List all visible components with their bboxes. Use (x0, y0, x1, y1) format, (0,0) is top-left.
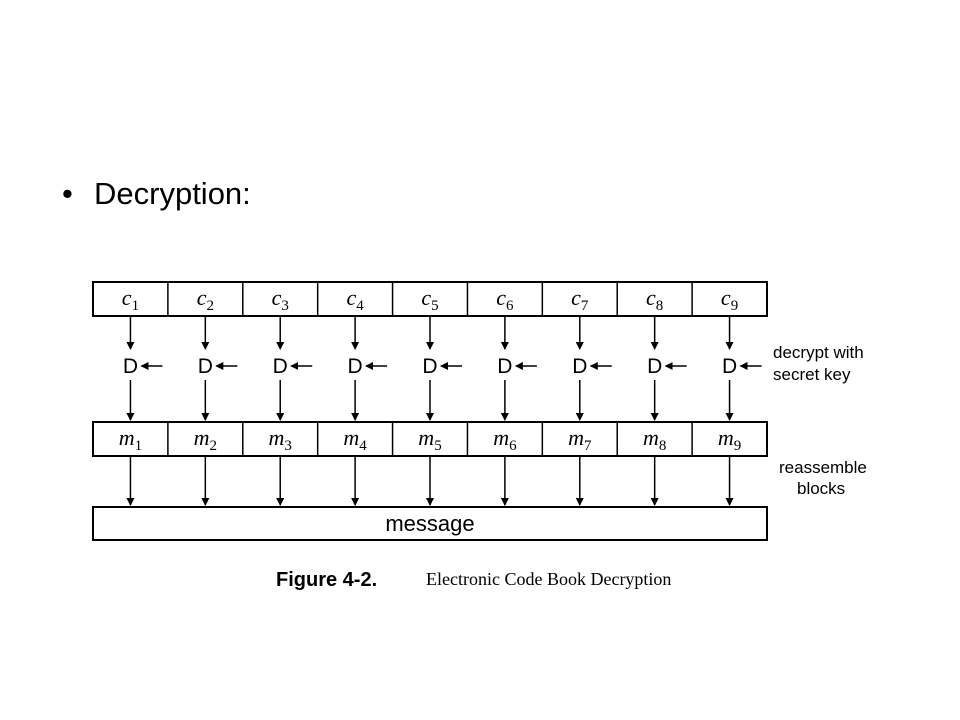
plaintext-block-7: m7 (568, 425, 592, 454)
plaintext-letter: m (119, 425, 135, 450)
ciphertext-subscript: 1 (132, 298, 140, 314)
ciphertext-subscript: 4 (356, 298, 364, 314)
reassemble-note: reassemble blocks (779, 458, 872, 498)
plaintext-letter: m (343, 425, 359, 450)
ciphertext-block-8: c8 (646, 285, 663, 314)
plaintext-subscript: 6 (509, 438, 517, 454)
plaintext-block-3: m3 (269, 425, 292, 454)
plaintext-block-4: m4 (343, 425, 367, 454)
ciphertext-letter: c (421, 285, 431, 310)
plaintext-letter: m (643, 425, 659, 450)
plaintext-block-8: m8 (643, 425, 666, 454)
plaintext-letter: m (418, 425, 434, 450)
message-box (92, 506, 768, 541)
plaintext-subscript: 8 (659, 438, 667, 454)
ciphertext-letter: c (646, 285, 656, 310)
plaintext-block-9: m9 (718, 425, 741, 454)
plaintext-subscript: 9 (734, 438, 742, 454)
plaintext-block-5: m5 (418, 425, 441, 454)
decrypt-box: D (722, 355, 737, 378)
bullet-item: • Decryption: (62, 172, 251, 216)
decrypt-box: D (198, 355, 213, 378)
decrypt-key-note-line-1: decrypt with (773, 343, 864, 362)
plaintext-block-6: m6 (493, 425, 517, 454)
plaintext-letter: m (194, 425, 210, 450)
plaintext-letter: m (269, 425, 285, 450)
ciphertext-letter: c (122, 285, 132, 310)
plaintext-block-1: m1 (119, 425, 142, 454)
ciphertext-subscript: 6 (506, 298, 514, 314)
plaintext-subscript: 4 (359, 438, 367, 454)
ciphertext-block-9: c9 (721, 285, 738, 314)
decrypt-box: D (422, 355, 437, 378)
ciphertext-block-6: c6 (496, 285, 514, 314)
ciphertext-letter: c (496, 285, 506, 310)
plaintext-letter: m (568, 425, 584, 450)
plaintext-subscript: 7 (584, 438, 592, 454)
decrypt-box: D (348, 355, 363, 378)
ciphertext-subscript: 2 (206, 298, 214, 314)
decrypt-box: D (497, 355, 512, 378)
ciphertext-block-1: c1 (122, 285, 139, 314)
plaintext-block-2: m2 (194, 425, 217, 454)
decrypt-box: D (572, 355, 587, 378)
ciphertext-letter: c (197, 285, 207, 310)
decrypt-key-note-line-2: secret key (773, 365, 851, 384)
ciphertext-subscript: 9 (731, 298, 739, 314)
message-label: message (385, 511, 474, 536)
ciphertext-subscript: 3 (281, 298, 289, 314)
ciphertext-subscript: 8 (656, 298, 664, 314)
ciphertext-subscript: 7 (581, 298, 589, 314)
decrypt-key-note: decrypt with secret key (773, 343, 868, 384)
reassemble-arrows (126, 456, 734, 506)
ciphertext-subscript: 5 (431, 298, 439, 314)
decrypt-box: D (123, 355, 138, 378)
ciphertext-block-7: c7 (571, 285, 589, 314)
figure-caption: Electronic Code Book Decryption (426, 569, 671, 589)
bullet-marker: • (62, 176, 73, 211)
plaintext-subscript: 5 (434, 438, 442, 454)
ciphertext-letter: c (346, 285, 356, 310)
ciphertext-block-3: c3 (272, 285, 289, 314)
bullet-text: Decryption: (94, 176, 251, 211)
plaintext-subscript: 3 (284, 438, 292, 454)
ciphertext-block-4: c4 (346, 285, 364, 314)
ciphertext-block-2: c2 (197, 285, 214, 314)
plaintext-subscript: 2 (210, 438, 218, 454)
plaintext-letter: m (718, 425, 734, 450)
decrypt-box: D (647, 355, 662, 378)
reassemble-note-line-1: reassemble (779, 458, 867, 477)
figure-number: Figure 4-2. (276, 569, 377, 591)
plaintext-subscript: 1 (135, 438, 143, 454)
ciphertext-letter: c (571, 285, 581, 310)
reassemble-note-line-2: blocks (797, 479, 845, 498)
ciphertext-letter: c (272, 285, 282, 310)
ciphertext-block-5: c5 (421, 285, 438, 314)
plaintext-letter: m (493, 425, 509, 450)
ciphertext-letter: c (721, 285, 731, 310)
decrypt-box: D (273, 355, 288, 378)
